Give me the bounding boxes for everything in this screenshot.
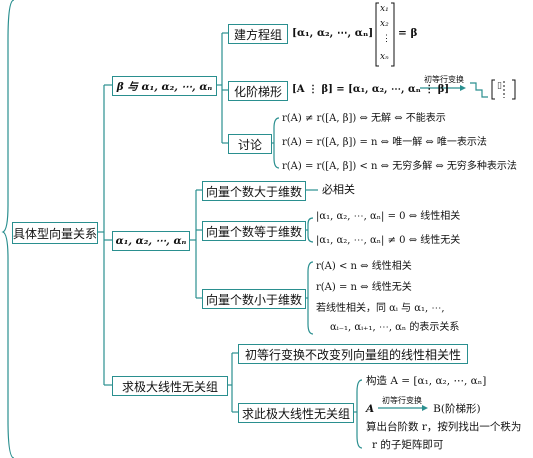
method-line-1: 构造 A = [α₁, α₂, ⋯, αₙ] xyxy=(366,375,487,387)
vector-x1: x₁ xyxy=(380,4,389,14)
less-than-dim-node: 向量个数小于维数 xyxy=(202,289,306,309)
build-eq-left: [α₁, α₂, ⋯, αₙ] xyxy=(292,27,374,39)
echelon-formula: [A ⋮ β] = [α₁, α₂, ⋯, αₙ ⋮ β] xyxy=(292,84,450,95)
branch-alpha-group-label: α₁, α₂, ⋯, αₙ xyxy=(115,235,187,247)
method-op-label: 初等行变换 xyxy=(382,396,422,405)
max-independent-node: 求极大线性无关组 xyxy=(112,376,228,396)
build-equations-node: 建方程组 xyxy=(228,24,288,44)
root-node: 具体型向量关系 xyxy=(12,222,98,244)
equal-dim-label: 向量个数等于维数 xyxy=(205,224,302,239)
more-than-dim-label: 向量个数大于维数 xyxy=(205,184,302,199)
less-than-dim-line-4: αᵢ₋₁, αᵢ₊₁, ⋯, αₙ 的表示关系 xyxy=(330,322,460,333)
echelon-node: 化阶梯形 xyxy=(228,81,288,101)
discuss-line-3: r(A) = r([A, β]) < n ⇔ 无穷多解 ⇔ 无穷多种表示法 xyxy=(282,161,517,172)
max-independent-label: 求极大线性无关组 xyxy=(121,379,218,394)
more-than-dim-node: 向量个数大于维数 xyxy=(202,181,306,201)
equal-dim-line-1: |α₁, α₂, ⋯, αₙ| = 0 ⇔ 线性相关 xyxy=(316,211,461,222)
echelon-matrix-icon: ▯ xyxy=(497,81,502,91)
more-than-dim-result: 必相关 xyxy=(322,183,355,196)
discuss-label: 讨论 xyxy=(237,137,262,152)
row-op-invariant-label: 初等行变换不改变列向量组的线性相关性 xyxy=(244,347,461,362)
less-than-dim-line-2: r(A) = n ⇔ 线性无关 xyxy=(316,282,412,293)
less-than-dim-label: 向量个数小于维数 xyxy=(205,292,302,307)
branch-beta-alpha-label: β 与 α₁, α₂, ⋯, αₙ xyxy=(116,80,213,93)
echelon-label: 化阶梯形 xyxy=(233,84,282,99)
less-than-dim-line-3: 若线性相关，同 αᵢ 与 α₁, ⋯, xyxy=(316,303,445,314)
method-line-4: r 的子矩阵即可 xyxy=(372,439,444,451)
branch-alpha-group: α₁, α₂, ⋯, αₙ xyxy=(112,231,190,251)
less-than-dim-line-1: r(A) < n ⇔ 线性相关 xyxy=(316,261,412,272)
branch-beta-alpha: β 与 α₁, α₂, ⋯, αₙ xyxy=(112,76,217,96)
find-max-independent-node: 求此极大线性无关组 xyxy=(238,403,354,423)
root-label: 具体型向量关系 xyxy=(13,226,98,241)
echelon-op-label: 初等行变换 xyxy=(424,75,464,84)
discuss-line-1: r(A) ≠ r([A, β]) ⇔ 无解 ⇔ 不能表示 xyxy=(282,113,446,124)
build-equations-label: 建方程组 xyxy=(233,27,282,42)
discuss-line-2: r(A) = r([A, β]) = n ⇔ 唯一解 ⇔ 唯一表示法 xyxy=(282,137,487,148)
equal-dim-node: 向量个数等于维数 xyxy=(202,221,306,241)
vector-dots: ⋮ xyxy=(382,34,391,44)
vector-xn: xₙ xyxy=(380,52,389,62)
build-eq-right: = β xyxy=(398,27,418,39)
row-op-invariant-node: 初等行变换不改变列向量组的线性相关性 xyxy=(238,344,468,364)
find-max-independent-label: 求此极大线性无关组 xyxy=(241,406,350,421)
vector-x2: x₂ xyxy=(380,19,389,29)
method-line-3: 算出台阶数 r，按列找出一个秩为 xyxy=(366,421,522,433)
discuss-node: 讨论 xyxy=(228,134,272,154)
method-line-2: A B(阶梯形) xyxy=(366,403,481,415)
equal-dim-line-2: |α₁, α₂, ⋯, αₙ| ≠ 0 ⇔ 线性无关 xyxy=(316,235,461,246)
